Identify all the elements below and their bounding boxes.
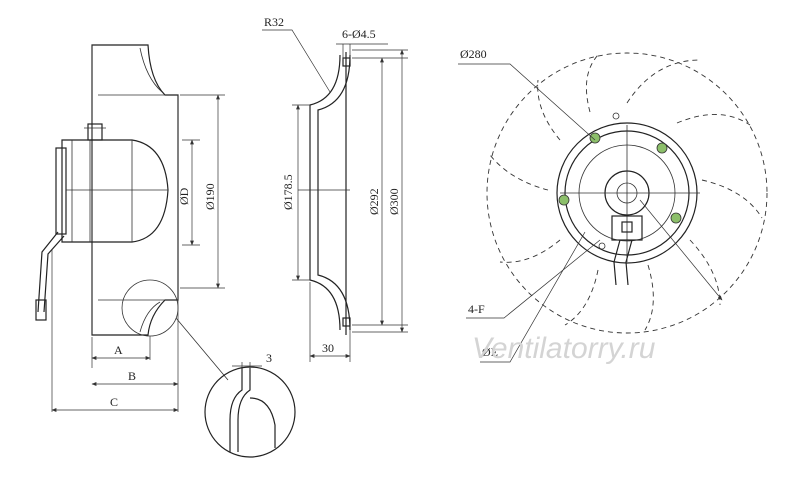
label-w30: 30 bbox=[322, 341, 334, 355]
side-view: ØD Ø190 A B C bbox=[35, 44, 229, 412]
label-d190: Ø190 bbox=[203, 183, 217, 210]
inlet-ring-view: R32 6-Ø4.5 Ø178.5 Ø292 Ø300 30 bbox=[262, 15, 408, 362]
label-dE: ØE bbox=[482, 345, 498, 359]
label-holes: 6-Ø4.5 bbox=[342, 27, 376, 41]
label-f4: 4-F bbox=[468, 302, 485, 316]
label-a: A bbox=[114, 343, 123, 357]
label-d300: Ø300 bbox=[387, 188, 401, 215]
label-d280: Ø280 bbox=[460, 47, 487, 61]
label-dD: ØD bbox=[177, 187, 191, 205]
label-d1785: Ø178.5 bbox=[281, 174, 295, 210]
label-t3: 3 bbox=[266, 351, 272, 365]
watermark: Ventilatorry.ru bbox=[472, 332, 656, 365]
mounting-holes bbox=[558, 112, 682, 250]
label-b: B bbox=[128, 369, 136, 383]
detail-view: 3 bbox=[204, 351, 296, 458]
label-d292: Ø292 bbox=[367, 188, 381, 215]
label-c: C bbox=[110, 395, 118, 409]
label-r32: R32 bbox=[264, 15, 284, 29]
front-view: Ø280 4-F ØE bbox=[458, 47, 768, 363]
